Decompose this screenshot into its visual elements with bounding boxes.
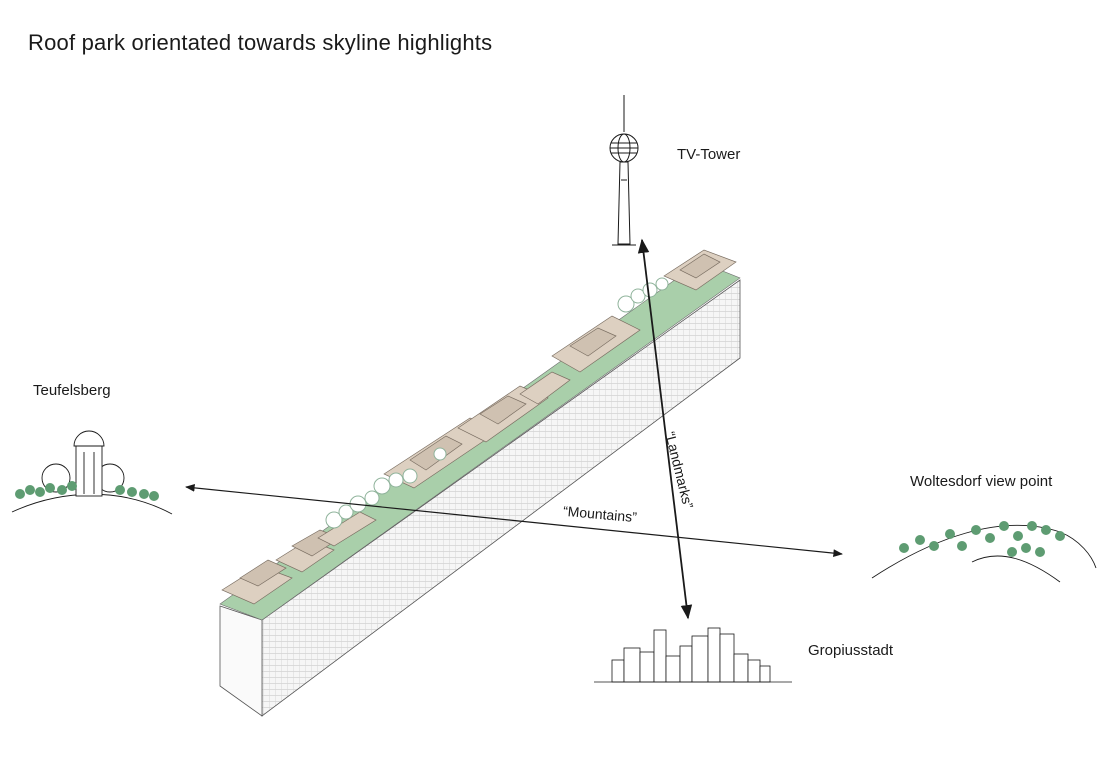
woltesdorf-label: Woltesdorf view point (910, 473, 1053, 490)
teufelsberg-trees (15, 481, 159, 501)
landmarks-axis-arrow (637, 238, 693, 620)
mountains-axis-arrow (185, 484, 843, 557)
page-title: Roof park orientated towards skyline hig… (28, 30, 493, 55)
tv-tower-label: TV-Tower (677, 146, 741, 163)
gropiusstadt-label: Gropiusstadt (808, 642, 894, 659)
teufelsberg-icon (11, 430, 173, 515)
tv-tower-icon (609, 95, 639, 246)
gropiusstadt-skyline-icon (594, 627, 792, 683)
teufelsberg-label: Teufelsberg (33, 382, 111, 399)
woltesdorf-trees (899, 521, 1065, 557)
